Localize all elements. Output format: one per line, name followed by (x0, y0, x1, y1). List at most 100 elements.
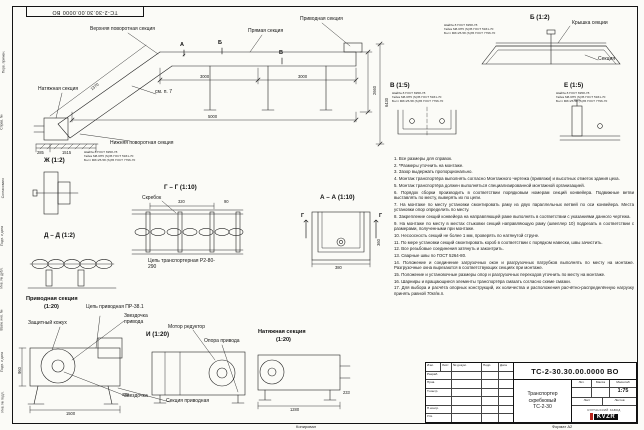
tech-requirement: 7. На монтаже по месту установки смонтир… (394, 201, 634, 213)
cell-massa-value (592, 388, 610, 397)
section-mark-g-right: Г (379, 213, 383, 219)
tech-requirement: 16. Шарниры и вращающиеся элементы транс… (394, 278, 571, 284)
margin-stamp-podp-data-2: Подп. и дата (0, 226, 4, 246)
label-sprocket: Звездочка (124, 393, 148, 399)
th-docum: № докум. (452, 363, 482, 371)
tech-requirement: 11. По мере установки секций смонтироват… (394, 239, 603, 245)
row-nkontr: Н.контр. (426, 405, 452, 414)
drive-section-view (18, 315, 171, 414)
margin-stamp-soglasovano: Согласовано (1, 177, 6, 199)
dim-total-height: 6430 (384, 97, 390, 108)
th-podp: Подп. (482, 363, 499, 371)
th-sheet: Лист (572, 398, 603, 405)
fastener-note-b: Шайба 8 ГОСТ 6958-78 Гайка М8-6Н5 (S)35 … (444, 23, 495, 35)
dim-drive-height: 960 (16, 367, 22, 374)
label-conveyor-chain: Цепь транспортерная Р2-80-290 (148, 258, 215, 270)
section-dd-title: Д – Д (1:2) (44, 232, 76, 239)
tech-requirement: 3. Зазор выдержать пропорционально. (394, 169, 473, 175)
title-block: Изм. Лист № докум. Подп. Дата Разраб. Пр… (425, 362, 637, 423)
drawing-frame (12, 6, 638, 424)
title-block-meta: Лит. Масса Масштаб 1:75 Лист Листов (572, 380, 636, 422)
cell-empty (499, 372, 513, 380)
label-guard: Защитный кожух (28, 320, 67, 326)
detail-b (481, 25, 621, 65)
detail-v (397, 106, 457, 138)
dim-boot1: 285 (37, 150, 44, 155)
cell-empty (452, 371, 482, 380)
tech-requirement: 4. Монтаж транспортёра выполнять согласн… (394, 176, 620, 182)
tech-requirement: 1. Все размеры для справок. (394, 156, 453, 161)
cell-empty (426, 397, 452, 405)
fastener-washer: Шайба 8 ГОСТ 6958-78 (444, 23, 478, 27)
section-mark-v: В (279, 50, 283, 56)
tension-section-title: Натяжная секция (258, 329, 306, 335)
th-masshtab: Масштаб (616, 380, 630, 384)
cell-empty (452, 388, 482, 397)
drawing-name-line1: Транспортер (527, 391, 558, 398)
fastener-nut: Гайка М8-6Н5 (S)35 ГОСТ 5931-70 (84, 154, 134, 159)
dim-tension-height: 233 (343, 390, 350, 395)
fastener-washer: Шайба 8 ГОСТ 6958-78 (392, 91, 426, 95)
corner-doc-number: ТС-2-30.30.00.0000 ВО (52, 8, 118, 15)
th-massa: Масса (592, 380, 610, 387)
tech-requirement: 10. Несоосность секций не более 1 мм, пр… (394, 232, 540, 238)
view-i (151, 329, 246, 404)
logo-text: KVZR (593, 413, 619, 420)
fastener-bolt: Болт М8×25-58 (S)35 ГОСТ 7796-70 (556, 99, 608, 104)
detail-e (559, 99, 621, 141)
cell-empty (482, 371, 499, 380)
label-motor-reducer: Мотор редуктор (168, 324, 205, 330)
tech-requirement: 17. Для выбора и расчёта опорных констру… (394, 285, 634, 296)
detail-zh-title: Ж (1:2) (44, 157, 65, 164)
dim-drive-width: 1500 (66, 411, 76, 416)
logo-red-accent (589, 413, 593, 420)
label-drive-section-name: Секция приводная (166, 398, 210, 404)
margin-stamp-podp-data-1: Подп. и дата (0, 352, 4, 372)
cell-empty (452, 380, 482, 388)
title-block-signatures: Изм. Лист № докум. Подп. Дата Разраб. Пр… (426, 363, 514, 423)
main-view-conveyor (33, 22, 385, 153)
cell-empty (499, 397, 513, 405)
detail-v-title: В (1:5) (390, 82, 410, 89)
section-gg (131, 200, 244, 255)
section-aa (303, 211, 379, 268)
label-drive-sprocket: Звездочка привода (124, 313, 148, 325)
th-lit: Лит. (572, 380, 592, 387)
fastener-nut: Гайка М8-6Н5 (S)35 ГОСТ 5931-70 (556, 95, 606, 100)
fastener-washer: Шайба 8 ГОСТ 6958-78 (84, 150, 118, 154)
cell-empty (482, 405, 499, 414)
th-izm: Изм. (426, 363, 441, 371)
label-drive-chain: Цепь приводная ПР-38.1 (86, 304, 144, 310)
fastener-note-v: Шайба 8 ГОСТ 6958-78 Гайка М8-6Н5 (S)35 … (392, 91, 443, 103)
margin-stamp-perv-primen: Перв. примен. (1, 50, 6, 74)
cell-empty (499, 380, 513, 388)
tech-requirement: 5. Монтаж транспортёра должен выполнятьс… (394, 182, 585, 188)
cell-empty (499, 389, 513, 397)
fastener-nut: Гайка М8-6Н5 (S)35 ГОСТ 5931-70 (444, 27, 494, 32)
technical-requirements: 1. Все размеры для справок. 2. *Размеры … (394, 156, 634, 298)
tech-requirement: 8. Закрепление секций конвейера на напра… (394, 213, 631, 219)
margin-stamp-sprav: Справ. № (0, 114, 4, 130)
tech-requirement: 12. Все резьбовые соединения затянуть и … (394, 246, 504, 252)
margin-stamp-inv-podl: Инв. № подл. (0, 391, 5, 413)
cell-empty (482, 397, 499, 405)
label-tension-section-main: Натяжная секция (38, 86, 79, 92)
label-drive-support: Опора привода (204, 338, 240, 344)
doc-number: ТС-2-30.30.00.0000 ВО (514, 363, 636, 380)
th-list: Лист (441, 363, 452, 371)
dim-bottom: 5000 (208, 114, 218, 119)
fastener-nut: Гайка М8-6Н5 (S)35 ГОСТ 5931-70 (392, 95, 442, 100)
tech-requirement: 2. *Размеры уточнить на монтаже. (394, 162, 464, 168)
cell-empty (452, 397, 482, 405)
copied-label: Копировал (296, 424, 317, 429)
scale-value: 1:75 (617, 388, 629, 394)
label-section-cover: Крышка секции (572, 20, 608, 26)
th-data: Дата (500, 363, 507, 367)
detail-b-title: Б (1:2) (530, 14, 550, 21)
fastener-note-e: Шайба 8 ГОСТ 6958-78 Гайка М8-6Н5 (S)35 … (556, 91, 607, 103)
label-see-note: см. п. 7 (155, 89, 172, 95)
margin-stamp-vzam-inv: Взам. инв. № (0, 309, 4, 331)
section-mark-b: Б (218, 40, 222, 46)
